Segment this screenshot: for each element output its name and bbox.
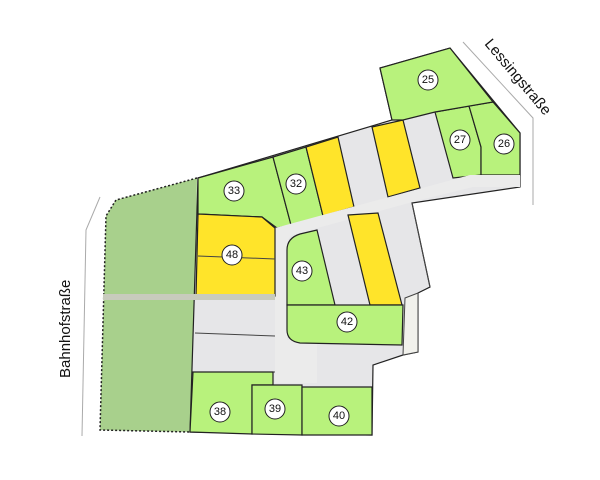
street-label-bahnhofstrasse: Bahnhofstraße [57,280,74,378]
lot-label-39: 39 [264,398,286,420]
svg-text:40: 40 [333,410,345,422]
bahnhofstrasse-line [81,196,101,437]
lot-reserved-b[interactable] [371,119,421,198]
svg-text:32: 32 [290,178,302,190]
svg-text:39: 39 [269,403,281,415]
lot-label-26: 26 [493,133,515,155]
lot-label-43: 43 [291,260,313,282]
lot-label-25: 25 [417,69,439,91]
svg-text:48: 48 [226,249,238,261]
lot-label-38: 38 [209,401,231,423]
lot-label-42: 42 [336,311,358,333]
lot-label-40: 40 [328,405,350,427]
access-road [275,175,520,383]
lot-label-32: 32 [285,173,307,195]
lot-label-33: 33 [223,180,245,202]
svg-text:25: 25 [422,74,434,86]
svg-text:43: 43 [296,265,308,277]
strip [402,292,419,356]
green-space [100,178,197,432]
svg-text:27: 27 [454,134,466,146]
lot-label-48: 48 [221,244,243,266]
svg-text:33: 33 [228,185,240,197]
svg-text:26: 26 [498,138,510,150]
lot-label-27: 27 [449,129,471,151]
svg-text:42: 42 [341,316,353,328]
footpath [103,294,275,300]
svg-text:38: 38 [214,406,226,418]
lessingstrasse-line [462,41,534,205]
